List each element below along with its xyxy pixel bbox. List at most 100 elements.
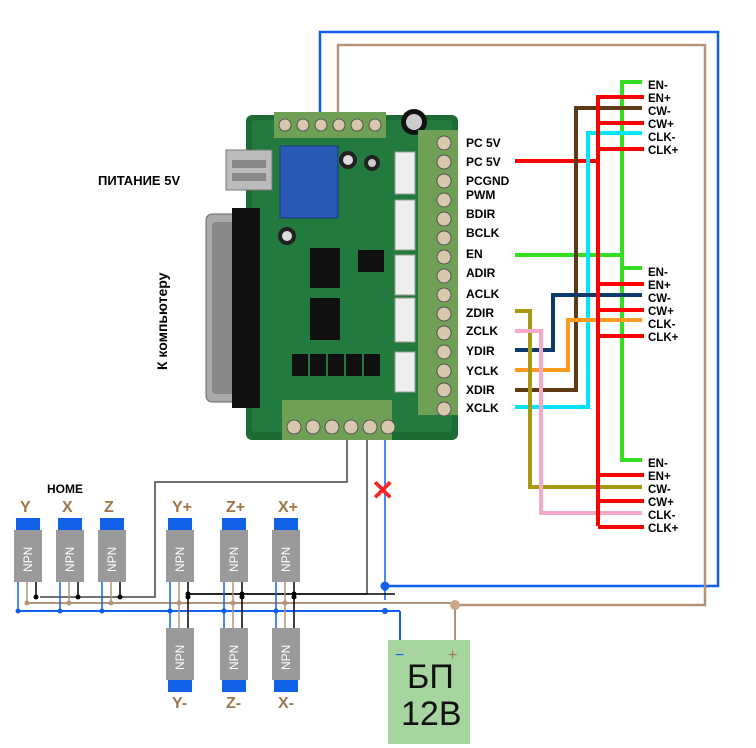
cut-mark: ✕ (371, 475, 394, 506)
wire-en (515, 80, 642, 257)
home-label: HOME (47, 482, 83, 496)
sensor-axis-label: Y+ (172, 499, 192, 516)
sensor-body (166, 530, 194, 582)
sensor-axis-label: Z (104, 499, 114, 516)
sensor-axis-label: X- (278, 695, 294, 712)
board-pin-label: EN (466, 247, 483, 261)
sensor-body (56, 530, 84, 582)
sensor-body (166, 628, 194, 680)
board-pin-label: ZCLK (466, 324, 498, 338)
sensor-head (222, 518, 246, 530)
sensor-head (274, 518, 298, 530)
psu-voltage: 12В (401, 695, 462, 733)
driver-pin-label: CW+ (648, 497, 674, 509)
wire-en-2 (620, 255, 642, 462)
power-supply: − + БП 12В (388, 640, 470, 744)
sensor-head (222, 680, 246, 692)
driver-pin-label: EN- (648, 267, 668, 279)
wire-xdir (515, 106, 642, 392)
sensor-head (168, 680, 192, 692)
sensor-body (220, 530, 248, 582)
driver-pin-label: CLK- (648, 510, 676, 522)
wire-xclk (515, 131, 642, 409)
driver-pin-label: EN- (648, 458, 668, 470)
power-5v-label: ПИТАНИЕ 5V (98, 173, 180, 188)
home-signal-wire (40, 440, 348, 598)
sensor-type: NPN (279, 645, 293, 670)
board-pin-label: YCLK (466, 364, 499, 378)
to-computer-label: К компьютеру (154, 272, 170, 370)
sensor-type: NPN (227, 547, 241, 572)
driver-pin-label: EN- (648, 80, 668, 92)
board-pin-label: YDIR (466, 344, 495, 358)
sensor-type: NPN (63, 547, 77, 572)
wire-zdir (515, 309, 642, 489)
sensor-type: NPN (279, 547, 293, 572)
signal-wires (515, 80, 644, 529)
sensor-body (272, 628, 300, 680)
sensor-head (100, 518, 124, 530)
psu-minus: − (395, 647, 404, 664)
controller-board (205, 109, 458, 440)
driver-pin-label: CW- (648, 293, 671, 305)
npn-sensor: NPN Z+ (220, 499, 248, 614)
sensor-type: NPN (173, 547, 187, 572)
driver-pin-label: CLK- (648, 132, 676, 144)
sensor-type: NPN (21, 547, 35, 572)
blue-outer-wire (318, 30, 720, 588)
usb-port (225, 149, 273, 191)
driver-pin-label: CW+ (648, 119, 674, 131)
sensor-head (274, 680, 298, 692)
board-pin-label: ZDIR (466, 306, 494, 320)
relay (279, 145, 339, 219)
sensor-axis-label: X (62, 499, 73, 516)
driver-pin-label: EN+ (648, 280, 671, 292)
npn-sensor: NPN X- (272, 591, 300, 712)
sensor-axis-label: Z- (226, 695, 241, 712)
npn-sensor: NPN Z- (220, 591, 248, 712)
driver-pin-label: EN+ (648, 471, 671, 483)
sensor-axis-label: Z+ (226, 499, 245, 516)
sensor-body (220, 628, 248, 680)
driver-pin-label: CLK+ (648, 145, 679, 157)
driver-pin-label: EN+ (648, 93, 671, 105)
sensor-body (272, 530, 300, 582)
sensor-signal-wires (40, 440, 386, 600)
sensor-type: NPN (227, 645, 241, 670)
npn-sensor: NPN Y+ (166, 499, 194, 614)
bottom-terminal-block (282, 400, 392, 440)
driver-pin-label: CLK+ (648, 332, 679, 344)
top-terminal-block (274, 112, 386, 138)
sensor-axis-label: Y- (172, 695, 187, 712)
psu-title: БП (407, 658, 454, 696)
sensor-head (58, 518, 82, 530)
board-pin-label: ADIR (466, 266, 496, 280)
board-pin-label: XDIR (466, 383, 495, 397)
tan-outer-wire (336, 43, 707, 607)
board-pin-label: PCGND (466, 174, 510, 188)
npn-sensor: NPN X (56, 499, 84, 614)
board-pin-label: BCLK (466, 226, 500, 240)
driver-pin-label: CLK- (648, 319, 676, 331)
sensor-body (14, 530, 42, 582)
driver-labels: EN-EN+CW-CW+CLK-CLK+EN-EN+CW-CW+CLK-CLK+… (648, 80, 679, 535)
board-pin-label: XCLK (466, 401, 499, 415)
wire-zclk (515, 329, 642, 515)
board-pin-label: BDIR (466, 207, 496, 221)
board-pin-label: PC 5V (466, 136, 501, 150)
board-pin-label: PWM (466, 188, 495, 202)
psu-plus: + (448, 647, 457, 664)
driver-pin-label: CW+ (648, 306, 674, 318)
sensor-head (16, 518, 40, 530)
board-pin-label: PC 5V (466, 155, 501, 169)
driver-pin-label: CLK+ (648, 523, 679, 535)
driver-pin-label: CW- (648, 484, 671, 496)
sensor-body (98, 530, 126, 582)
